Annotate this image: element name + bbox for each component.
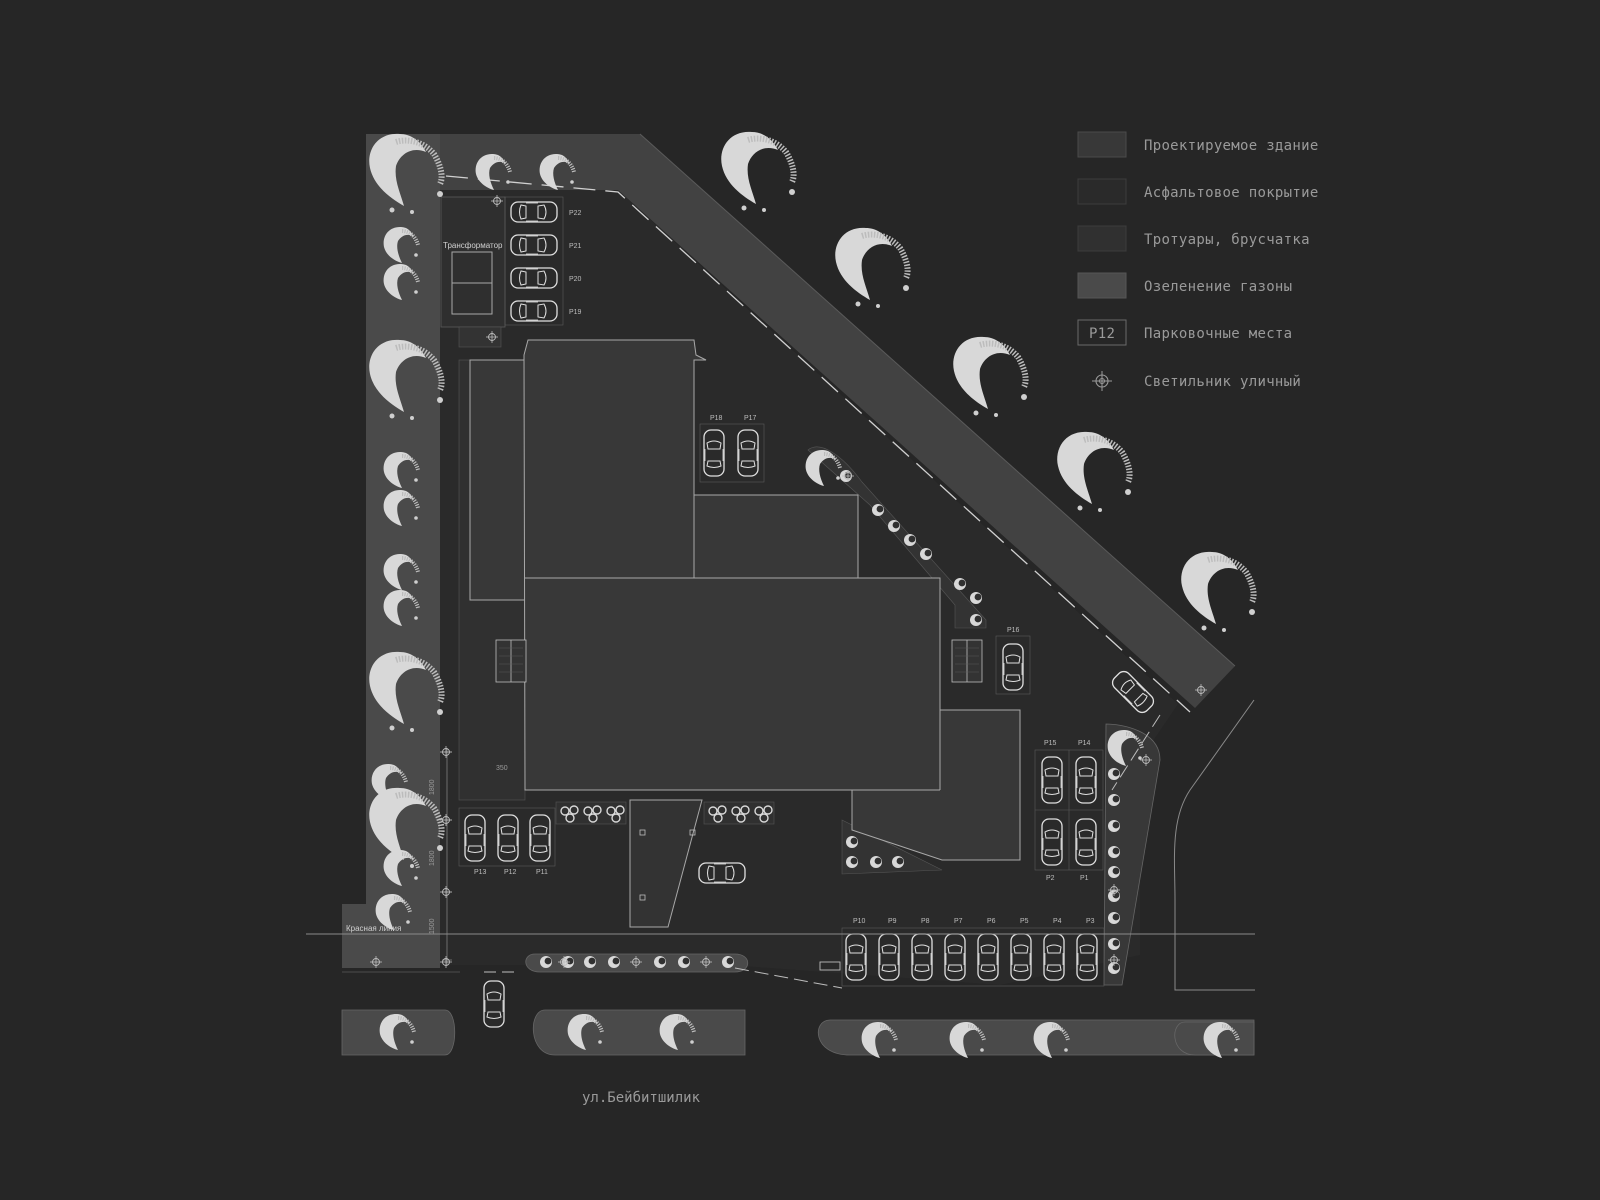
car-driving-3 <box>483 980 505 1028</box>
street-name: ул.Бейбитшилик <box>582 1090 701 1106</box>
parking-label-p1: P1 <box>1080 875 1089 882</box>
parking-label-p4: P4 <box>1053 918 1062 925</box>
parking-label-p10: P10 <box>853 918 866 925</box>
road-centerline <box>445 175 1191 713</box>
parking-label-p9: P9 <box>888 918 897 925</box>
dim-c: 1500 <box>429 918 436 934</box>
parking-label-p21: P21 <box>569 243 582 250</box>
legend-label-green: Озеленение газоны <box>1144 279 1292 295</box>
parking-east: P15 P14 P2 P1 <box>1034 740 1104 882</box>
tree <box>1181 552 1255 632</box>
dim-b: 1800 <box>429 850 436 866</box>
parking-label-p14: P14 <box>1078 740 1091 747</box>
legend-label-sidewalk: Тротуары, брусчатка <box>1144 232 1310 248</box>
parking-label-p11: P11 <box>536 869 548 876</box>
legend-swatch-parking <box>1077 319 1127 346</box>
parking-label-p13: P13 <box>474 869 487 876</box>
legend-label-lamp: Светильник уличный <box>1144 374 1301 390</box>
legend-swatch-green <box>1077 272 1127 299</box>
legend-lamp-icon <box>1092 371 1112 391</box>
parking-southwest: P13 P12 P11 <box>458 807 556 876</box>
legend-swatch-parking-text: P12 <box>1089 326 1115 342</box>
parking-label-p7: P7 <box>954 918 963 925</box>
transformer-label: Трансформатор <box>443 241 503 250</box>
tree <box>721 132 795 212</box>
stairs-west <box>495 639 527 683</box>
legend-swatch-building <box>1077 131 1127 158</box>
transformer-area <box>440 196 506 328</box>
parking-label-p22: P22 <box>569 210 582 217</box>
parking-label-p3: P3 <box>1086 918 1095 925</box>
legend-label-parking: Парковочные места <box>1144 326 1292 342</box>
road-edge <box>639 133 1236 667</box>
legend-label-building: Проектируемое здание <box>1144 138 1319 154</box>
tree <box>835 228 909 308</box>
parking-label-p20: P20 <box>569 276 582 283</box>
building <box>469 339 1021 928</box>
parking-label-p18: P18 <box>710 415 723 422</box>
dim-350: 350 <box>496 765 508 772</box>
parking-label-p2: P2 <box>1046 875 1055 882</box>
legend-swatch-sidewalk <box>1077 225 1127 252</box>
parking-label-p12: P12 <box>504 869 517 876</box>
car-driving-1 <box>699 863 745 883</box>
green-strip-west <box>342 134 440 968</box>
green-strip-north <box>440 134 1235 708</box>
stairs-east <box>951 639 983 683</box>
parking-p17-p18: P18 P17 <box>699 415 765 483</box>
tree <box>953 337 1027 417</box>
parking-label-p17: P17 <box>744 415 757 422</box>
flower-beds <box>555 801 775 825</box>
tree <box>1057 432 1131 512</box>
parking-label-p16: P16 <box>1007 627 1020 634</box>
parking-label-p19: P19 <box>569 309 582 316</box>
parking-south: P10 P9 P8 P7 P6 P5 P4 P3 <box>841 918 1105 987</box>
legend: Проектируемое здание Асфальтовое покрыти… <box>1077 131 1319 391</box>
dim-a: 1800 <box>429 779 436 795</box>
legend-label-asphalt: Асфальтовое покрытие <box>1144 185 1319 201</box>
parking-label-p8: P8 <box>921 918 930 925</box>
red-line-label: Красная линия <box>346 924 401 933</box>
parking-label-p15: P15 <box>1044 740 1057 747</box>
parking-north: P22 P21 P20 P19 <box>504 196 582 326</box>
legend-swatch-asphalt <box>1077 178 1127 205</box>
parking-p16: P16 <box>995 627 1031 695</box>
parking-label-p6: P6 <box>987 918 996 925</box>
parking-label-p5: P5 <box>1020 918 1029 925</box>
